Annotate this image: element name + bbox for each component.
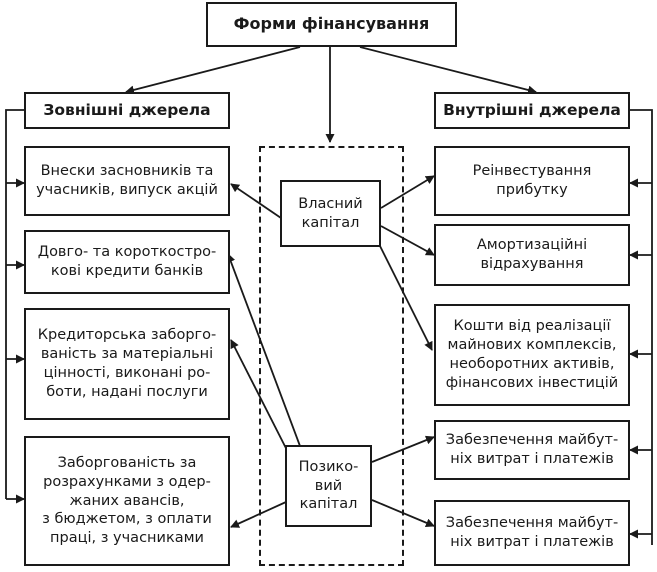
external-item-text: Внески засновників та учасників, випуск … <box>36 163 218 198</box>
internal-item-text: Забезпечення майбут- ніх витрат і платеж… <box>445 432 619 467</box>
internal-item-depreciation: Амортизаційні відрахування <box>434 224 630 286</box>
internal-item-text: Забезпечення майбут- ніх витрат і платеж… <box>445 515 619 550</box>
own-to-internal-3-arrow <box>375 237 433 351</box>
own-to-internal-1-arrow <box>380 175 435 209</box>
capital-container <box>259 146 404 566</box>
internal-item-text: Кошти від реалізації майнових комплексів… <box>445 318 619 391</box>
title-to-internal-arrow <box>359 46 537 95</box>
own-to-external-1-arrow <box>230 183 282 219</box>
loan-capital-box: Позико- вий капітал <box>285 445 372 527</box>
internal-item-text: Амортизаційні відрахування <box>476 237 588 272</box>
external-item-text: Заборгованість за розрахунками з одер- ж… <box>42 454 212 547</box>
external-sources-heading-text: Зовнішні джерела <box>43 101 211 120</box>
external-item-accounts-payable: Кредиторська заборго- ваність за матеріа… <box>24 308 230 420</box>
own-to-internal-2-arrow <box>380 225 435 256</box>
internal-item-future-expenses-2: Забезпечення майбут- ніх витрат і платеж… <box>434 500 630 566</box>
loan-capital-text: Позико- вий капітал <box>298 458 359 513</box>
own-capital-box: Власний капітал <box>280 180 381 247</box>
loan-to-external-2-arrow <box>226 253 301 447</box>
internal-item-asset-sales: Кошти від реалізації майнових комплексів… <box>434 304 630 406</box>
internal-item-future-expenses-1: Забезпечення майбут- ніх витрат і платеж… <box>434 420 630 480</box>
own-capital-text: Власний капітал <box>298 195 363 231</box>
internal-bus <box>630 109 653 545</box>
external-item-settlement-debts: Заборгованість за розрахунками з одер- ж… <box>24 436 230 566</box>
internal-sources-heading: Внутрішні джерела <box>434 92 630 129</box>
diagram-title: Форми фінансування <box>206 2 457 47</box>
internal-item-text: Реінвестування прибутку <box>472 163 592 198</box>
title-to-external-arrow <box>125 46 301 95</box>
external-item-founders-contributions: Внески засновників та учасників, випуск … <box>24 146 230 216</box>
external-item-text: Довго- та короткостро- кові кредити банк… <box>37 244 217 279</box>
external-sources-heading: Зовнішні джерела <box>24 92 230 129</box>
external-bus <box>5 109 24 499</box>
internal-sources-heading-text: Внутрішні джерела <box>443 101 621 120</box>
internal-item-profit-reinvestment: Реінвестування прибутку <box>434 146 630 216</box>
loan-to-external-4-arrow <box>230 501 287 528</box>
loan-to-external-3-arrow <box>230 339 295 465</box>
external-item-text: Кредиторська заборго- ваність за матеріа… <box>37 327 217 400</box>
diagram-title-text: Форми фінансування <box>233 14 430 34</box>
external-item-bank-loans: Довго- та короткостро- кові кредити банк… <box>24 230 230 294</box>
